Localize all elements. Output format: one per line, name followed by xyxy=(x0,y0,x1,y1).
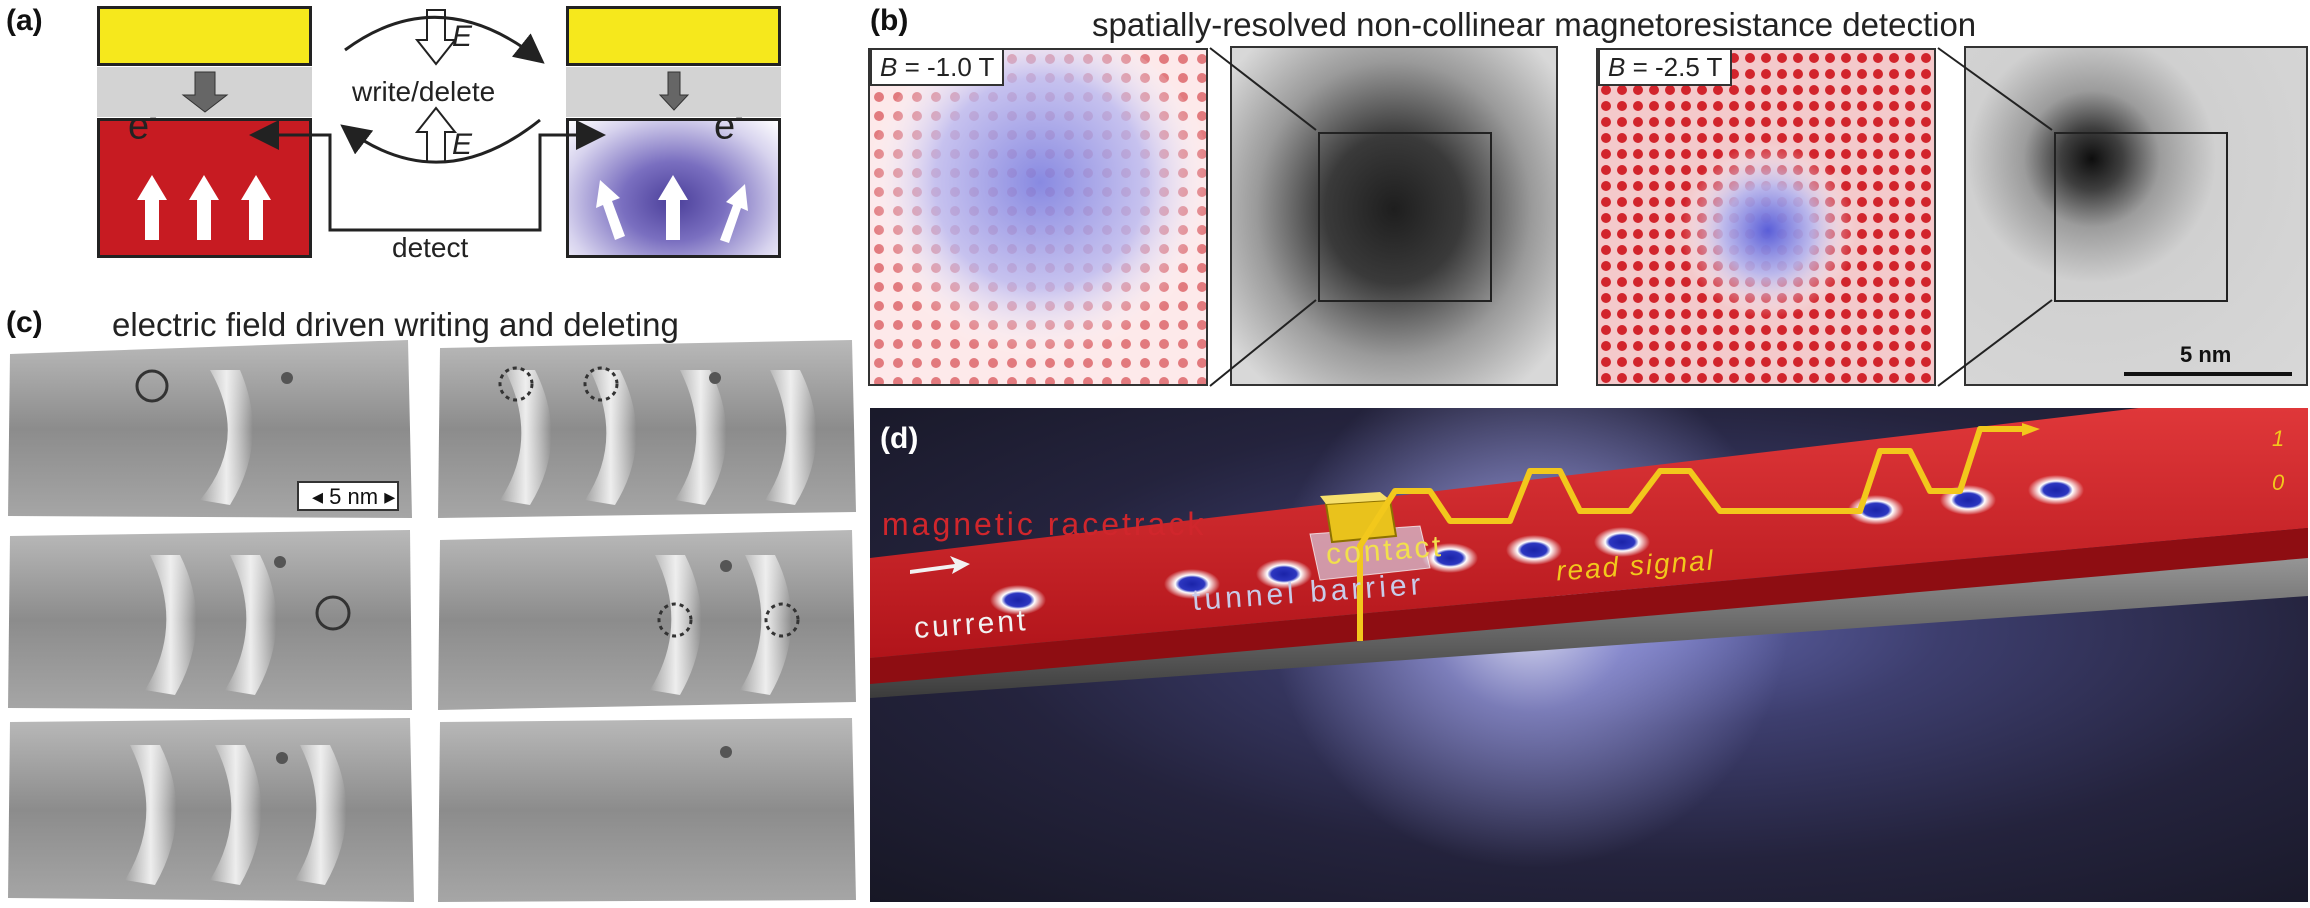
field-label-2: B = -2.5 T xyxy=(1598,48,1733,86)
left-electrode xyxy=(97,6,312,66)
zoom-frame-1 xyxy=(1318,132,1492,302)
racetrack-label: magnetic racetrack xyxy=(882,506,1207,542)
panel-c-title: electric field driven writing and deleti… xyxy=(112,306,679,343)
scale-bar-label-b: 5 nm xyxy=(2180,342,2232,367)
racetrack-illustration: magnetic racetrack contact tunnel barrie… xyxy=(870,408,2308,902)
field-arrow-up xyxy=(414,106,458,163)
mr-image-2: 5 nm xyxy=(1964,46,2308,386)
zoom-lines-2 xyxy=(1937,47,2053,387)
panel-label-a: (a) xyxy=(6,4,43,37)
spin-lattice-2 xyxy=(1598,50,1934,384)
panel-c-images xyxy=(8,340,856,902)
field-arrow-down xyxy=(414,9,458,66)
spin-model-1 xyxy=(868,48,1208,386)
spin-model-2 xyxy=(1596,48,1936,386)
panel-label-d: (d) xyxy=(880,422,919,455)
stm-image-c5 xyxy=(8,718,414,902)
mr-image-1 xyxy=(1230,46,1558,386)
write-delete-label: write/delete xyxy=(352,76,496,107)
right-electrode xyxy=(566,6,781,66)
field-label-1: B = -1.0 T xyxy=(870,48,1005,86)
zoom-lines-1 xyxy=(1209,47,1317,387)
panel-b-title: spatially-resolved non-collinear magneto… xyxy=(1092,6,1977,43)
scale-bar-b xyxy=(2124,372,2292,376)
detect-label: detect xyxy=(392,232,469,263)
panel-a-arrows xyxy=(137,9,748,243)
stm-image-c1 xyxy=(8,340,412,518)
panel-label-c: (c) xyxy=(6,306,43,339)
spin-arrows-left xyxy=(137,175,271,240)
magnetic-racetrack-surface xyxy=(870,408,2308,658)
racetrack-scene xyxy=(870,408,2308,868)
panel-label-b: (b) xyxy=(870,4,909,37)
field-label-bottom: E xyxy=(452,128,473,161)
tunnel-arrow-right xyxy=(658,71,690,111)
spin-lattice-1 xyxy=(870,50,1206,384)
bit-one-label: 1 xyxy=(2272,426,2285,451)
stm-image-c3 xyxy=(8,530,412,710)
spin-arrows-right xyxy=(596,175,748,243)
scale-bar-label-c: ◂ 5 nm ▸ xyxy=(312,484,396,509)
field-label-top: E xyxy=(452,20,473,53)
tunnel-arrow-left xyxy=(181,71,229,113)
electron-label-right: e- xyxy=(714,104,744,148)
stm-image-c6 xyxy=(438,718,856,902)
zoom-frame-2 xyxy=(2054,132,2228,302)
stm-image-c4 xyxy=(438,530,856,710)
electron-label-left: e- xyxy=(128,104,158,148)
bit-zero-label: 0 xyxy=(2272,470,2285,495)
